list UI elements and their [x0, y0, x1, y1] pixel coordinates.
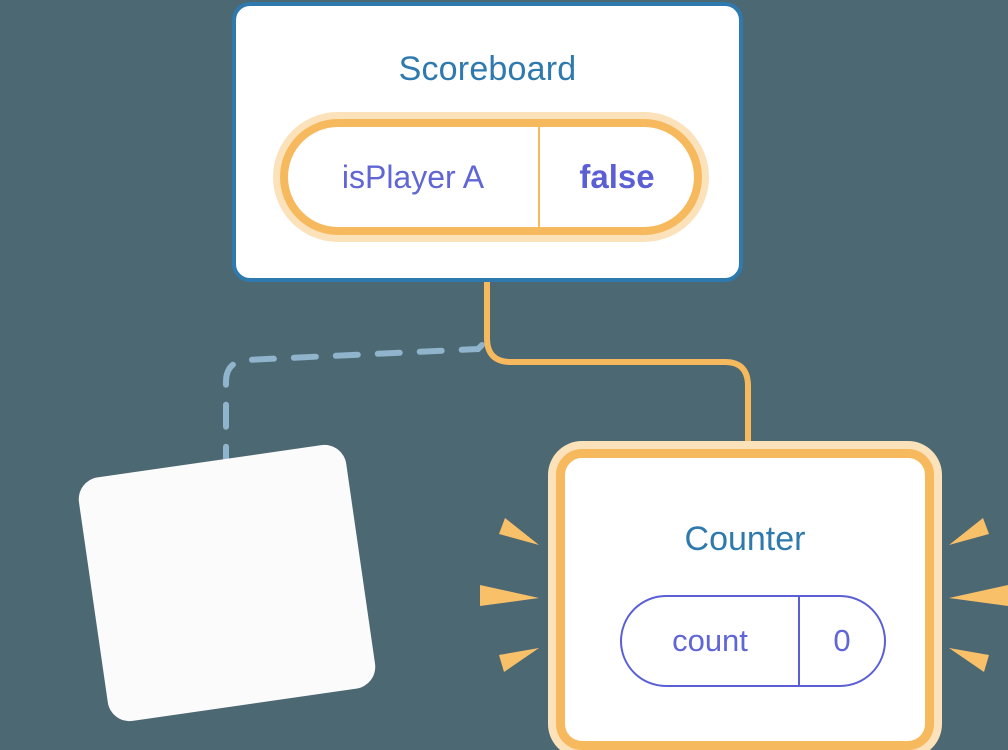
counter-title: Counter: [684, 520, 806, 558]
scoreboard-state-pill[interactable]: isPlayer A false: [280, 119, 702, 235]
connector-scoreboard-to-blank: [223, 342, 485, 475]
counter-state-value: 0: [833, 623, 851, 658]
counter-state-key: count: [672, 623, 748, 658]
burst-ray-left: [480, 585, 539, 606]
burst-ray-right: [949, 585, 1008, 606]
counter-state-pill[interactable]: count 0: [620, 595, 886, 687]
pill-divider: [538, 127, 540, 227]
pill-divider: [798, 597, 800, 685]
burst-ray-left: [499, 648, 539, 672]
burst-ray-left: [499, 518, 539, 545]
scoreboard-card[interactable]: Scoreboard isPlayer A false: [232, 2, 743, 282]
scoreboard-state-key: isPlayer A: [341, 158, 485, 195]
counter-card[interactable]: Counter count 0: [556, 449, 934, 750]
burst-ray-right: [949, 648, 989, 672]
burst-ray-right: [949, 518, 989, 545]
scoreboard-title: Scoreboard: [398, 50, 577, 88]
connector-scoreboard-to-counter: [484, 281, 751, 460]
blank-card[interactable]: [75, 442, 379, 724]
scoreboard-state-value: false: [579, 158, 655, 195]
